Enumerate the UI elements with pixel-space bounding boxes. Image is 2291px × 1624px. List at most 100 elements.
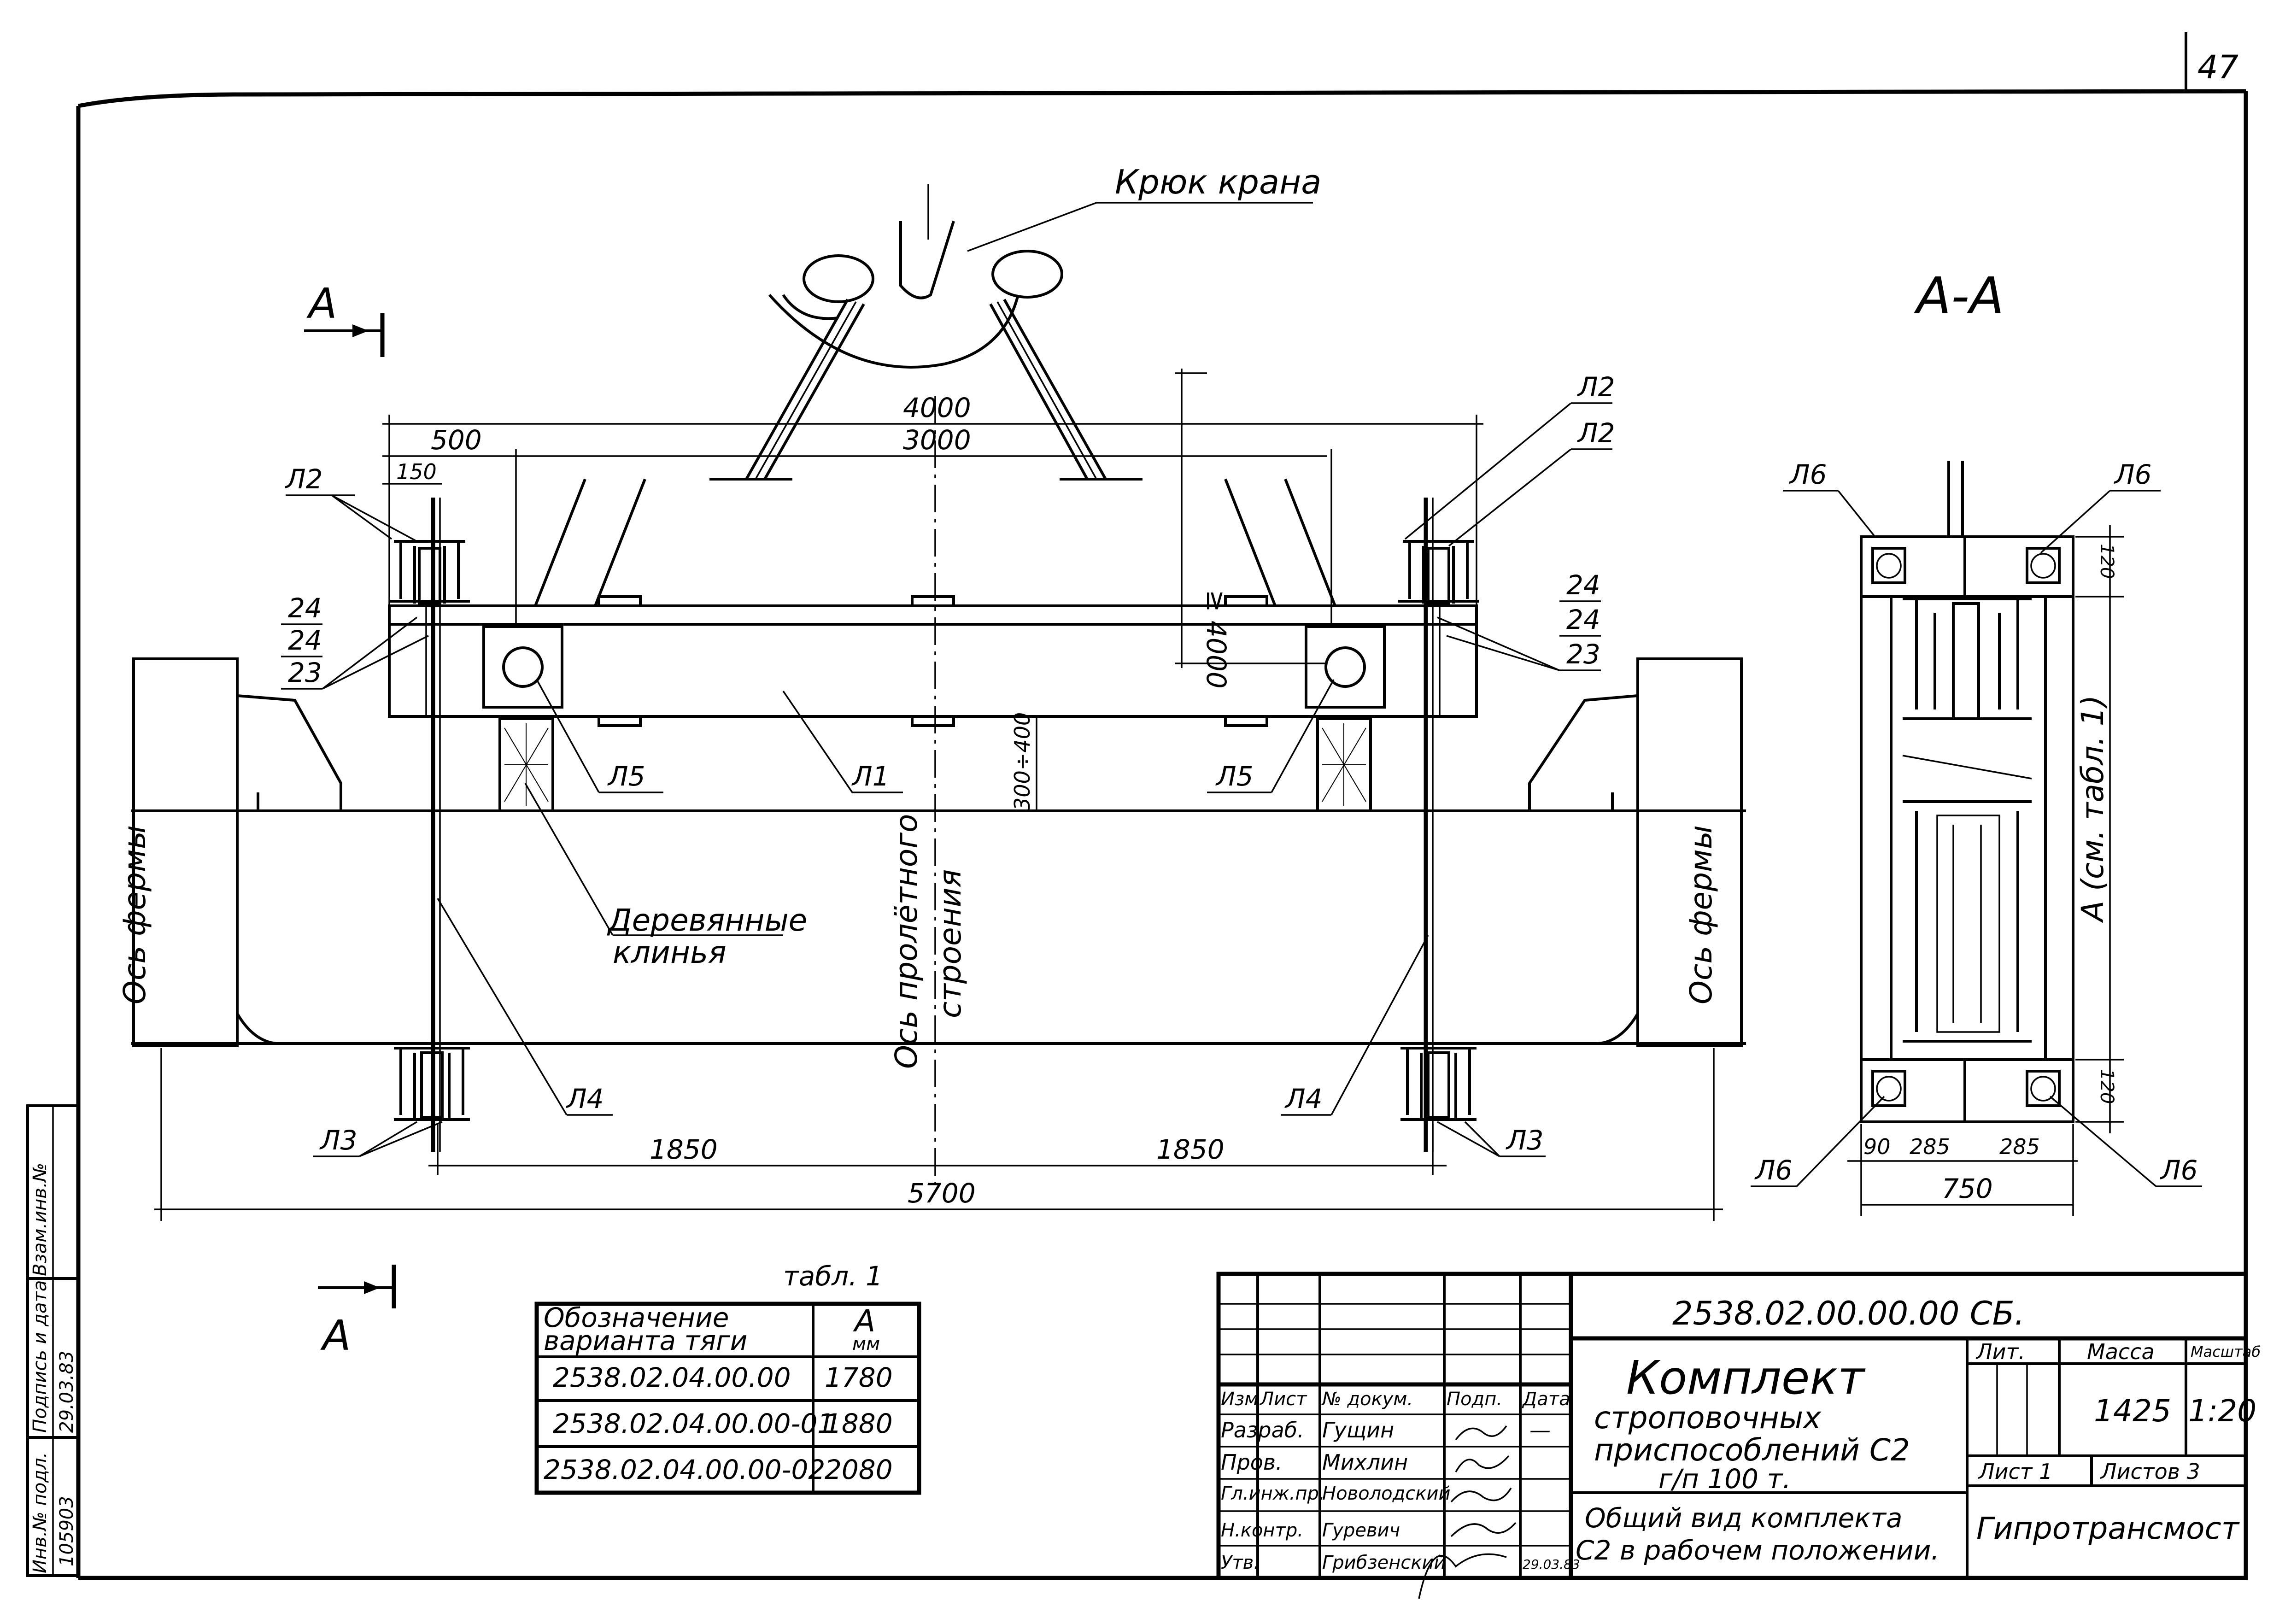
- dim-500: 500: [431, 424, 482, 456]
- tb-name-5: Гуревич: [1322, 1520, 1400, 1541]
- tb-head-list: Лист: [1259, 1389, 1307, 1410]
- span-axis-line2: строения: [932, 869, 968, 1018]
- table1-row3-value: 2080: [825, 1454, 893, 1485]
- table1-row3-designation: 2538.02.04.00.00-02: [544, 1454, 825, 1485]
- dim-aa-750: 750: [1942, 1173, 1993, 1204]
- tb-sheet-label: Лист 1: [1978, 1459, 2052, 1484]
- tb-subtitle-line2: С2 в рабочем положении.: [1576, 1535, 1939, 1566]
- label-l6-top-left: Л6: [1789, 459, 1827, 490]
- tb-scale-value: 1:20: [2188, 1393, 2256, 1429]
- label-24-left-b: 24: [288, 625, 322, 656]
- label-l4-left: Л4: [566, 1083, 604, 1114]
- label-23-left: 23: [288, 657, 322, 688]
- dim-1850-right: 1850: [1156, 1134, 1225, 1165]
- tb-sheets-label: Листов 3: [2100, 1459, 2200, 1484]
- tb-title-line2: строповочных: [1594, 1400, 1822, 1436]
- tb-mass-value: 1425: [2094, 1393, 2171, 1429]
- tb-lit-label: Лит.: [1975, 1339, 2025, 1364]
- dimensions-main: 4000 3000 500 150 ≥ 4000 300÷400 1850 18…: [154, 369, 1723, 1221]
- title-block: Изм Лист № докум. Подп. Дата Разраб. Гущ…: [1216, 1272, 2261, 1599]
- table1-row2-value: 1880: [825, 1408, 893, 1439]
- tb-role-5: Н.контр.: [1221, 1520, 1303, 1541]
- label-l2-right-b: Л2: [1577, 417, 1615, 449]
- dim-aa-120-bottom: 120: [2096, 1069, 2117, 1104]
- tb-org: Гипротрансмост: [1976, 1511, 2240, 1546]
- label-24-left-a: 24: [288, 592, 322, 624]
- leaders-main: Л2 24 24 23 Л2 Л2 24 24 23: [281, 371, 1615, 1157]
- tb-head-date: Дата: [1522, 1389, 1570, 1410]
- support-axis-left: Ось фермы: [117, 825, 152, 1004]
- label-24-right-a: 24: [1566, 569, 1600, 601]
- dim-aa-90: 90: [1863, 1134, 1891, 1159]
- top-clamps: [389, 540, 1479, 605]
- tb-scale-label: Масштаб: [2191, 1343, 2261, 1360]
- label-l5-left: Л5: [607, 761, 645, 792]
- tb-role-2: Пров.: [1221, 1450, 1283, 1475]
- stamp-inv-value: 105903: [56, 1496, 77, 1566]
- label-l6-top-right: Л6: [2114, 459, 2152, 490]
- tb-title-line1: Комплект: [1626, 1351, 1866, 1405]
- section-mark-top: A: [304, 280, 385, 357]
- table1-row1-designation: 2538.02.04.00.00: [553, 1362, 791, 1393]
- label-l3-left: Л3: [319, 1125, 357, 1156]
- wedges-label-line1: Деревянные: [607, 903, 807, 938]
- stamp-inv-label: Инв.№ подл.: [29, 1452, 51, 1573]
- section-aa: A-A 120 120 A (см. табл. 1): [1751, 266, 2202, 1216]
- sheet-number: 47: [2197, 48, 2238, 86]
- tb-name-3: Новолодский: [1322, 1483, 1450, 1504]
- dim-aa-a: A (см. табл. 1): [2075, 695, 2110, 923]
- tb-date-6: 29.03.83: [1523, 1557, 1580, 1572]
- label-l6-bottom-right: Л6: [2160, 1155, 2198, 1186]
- tb-head-sign: Подп.: [1447, 1389, 1502, 1410]
- dim-ge-4000: ≥ 4000: [1201, 590, 1232, 689]
- tb-name-6: Грибзенский: [1322, 1552, 1446, 1573]
- hook-label: Крюк крана: [1115, 163, 1321, 201]
- label-24-right-b: 24: [1566, 604, 1600, 635]
- label-l2-right-a: Л2: [1577, 371, 1615, 403]
- dim-4000: 4000: [903, 392, 971, 423]
- label-23-right: 23: [1566, 639, 1600, 670]
- dim-5700: 5700: [908, 1178, 976, 1209]
- tb-role-6: Утв.: [1221, 1552, 1260, 1573]
- table1-row2-designation: 2538.02.04.00.00-01: [553, 1408, 834, 1439]
- tb-doc-code: 2538.02.00.00.00 СБ.: [1672, 1295, 2025, 1332]
- stamp-replace-label: Взам.инв.№: [29, 1163, 51, 1276]
- table1-header-col2-unit: мм: [852, 1333, 880, 1354]
- section-mark-bottom-letter: A: [320, 1312, 351, 1360]
- bracing: [533, 478, 1337, 609]
- tb-subtitle-line1: Общий вид комплекта: [1585, 1502, 1903, 1534]
- dim-aa-285-right: 285: [1999, 1134, 2040, 1159]
- dim-aa-120-top: 120: [2096, 544, 2117, 579]
- tb-head-izm: Изм: [1221, 1389, 1258, 1410]
- tb-role-1: Разраб.: [1221, 1418, 1304, 1442]
- tb-name-2: Михлин: [1322, 1450, 1408, 1475]
- label-l5-right: Л5: [1215, 761, 1254, 792]
- label-l3-right: Л3: [1506, 1125, 1544, 1156]
- dim-1850-left: 1850: [650, 1134, 718, 1165]
- tb-head-doc: № докум.: [1321, 1389, 1413, 1410]
- label-l4-right: Л4: [1284, 1083, 1323, 1114]
- table1-row1-value: 1780: [825, 1362, 893, 1393]
- span-axis-line1: Ось пролётного: [889, 814, 924, 1069]
- bottom-clamps: [394, 1047, 1477, 1121]
- support-axis-right: Ось фермы: [1683, 825, 1719, 1004]
- stamp-sign-label: Подпись и дата: [29, 1280, 51, 1433]
- signatures: [1418, 1425, 1517, 1599]
- dim-3000: 3000: [903, 424, 971, 456]
- label-l1: Л1: [851, 761, 890, 792]
- table1-header-col1-line2: варианта тяги: [544, 1325, 747, 1356]
- table1-header-col1-line1: Обозначение: [544, 1302, 729, 1333]
- dim-aa-285-left: 285: [1910, 1134, 1950, 1159]
- stamp-sign-date: 29.03.83: [56, 1351, 77, 1433]
- tb-title-line4: г/п 100 т.: [1658, 1463, 1791, 1495]
- wedges-label-line2: клинья: [613, 935, 727, 970]
- tb-mass-label: Масса: [2087, 1339, 2155, 1364]
- main-view: Крюк крана: [117, 163, 1746, 1221]
- tb-name-1: Гущин: [1322, 1418, 1394, 1442]
- crane-hook: Крюк крана: [745, 163, 1321, 480]
- dim-300-400: 300÷400: [1010, 712, 1035, 811]
- section-title: A-A: [1914, 266, 2004, 325]
- tb-title-line3: приспособлений С2: [1594, 1432, 1910, 1468]
- beam-l1: [388, 595, 1478, 727]
